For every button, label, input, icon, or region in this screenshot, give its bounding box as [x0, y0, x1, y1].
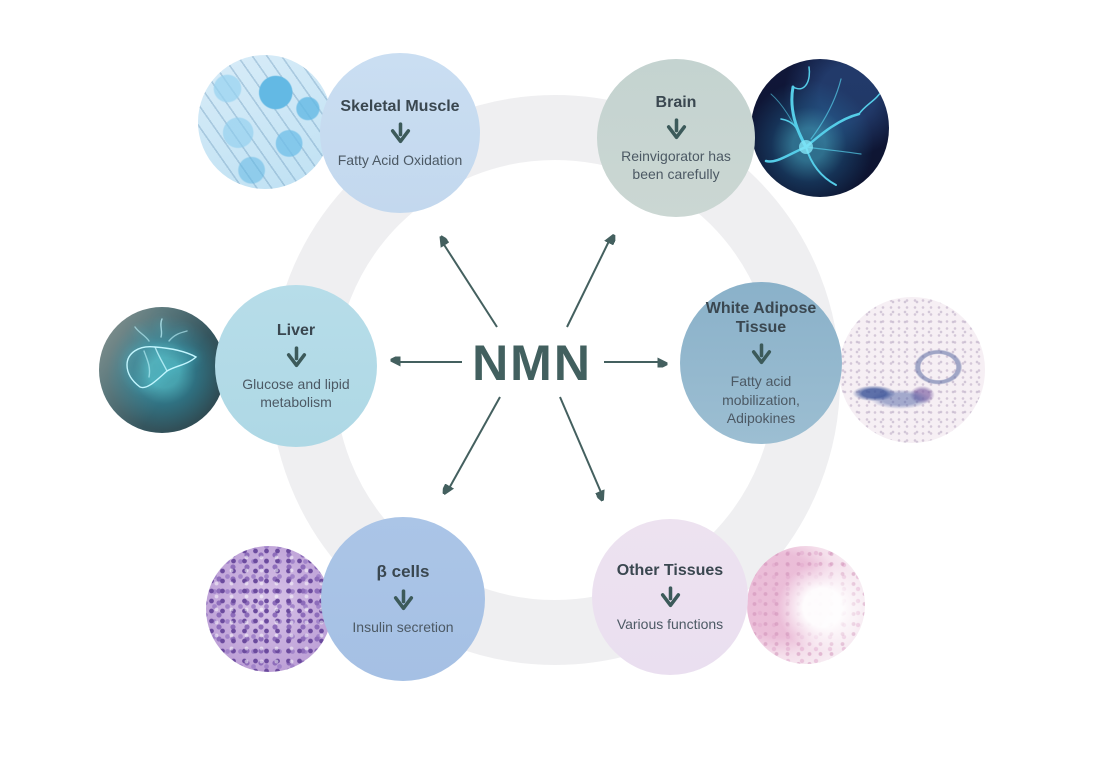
liver-outline-graphic — [126, 318, 198, 389]
adipose-histology-image — [839, 297, 985, 443]
node-title: Liver — [276, 321, 316, 339]
center-label-nmn: NMN — [472, 334, 592, 391]
node-description: Glucose and lipid metabolism — [242, 375, 350, 411]
node-description: Fatty acid mobilization, Adipokines — [722, 373, 800, 426]
skeletal-muscle-micrograph-image — [198, 55, 332, 189]
node-other-tissues: Other Tissues Various functions — [592, 519, 748, 675]
node-skeletal-muscle: Skeletal Muscle Fatty Acid Oxidation — [320, 53, 480, 213]
node-title: White Adipose Tissue — [705, 300, 817, 337]
node-beta-cells: β cells Insulin secretion — [321, 517, 485, 681]
node-title: Other Tissues — [616, 561, 724, 579]
down-arrow-icon — [390, 122, 410, 144]
node-description: Insulin secretion — [352, 618, 454, 635]
liver-hologram-image — [99, 307, 225, 433]
node-liver: Liver Glucose and lipid metabolism — [215, 285, 377, 447]
node-title: Brain — [655, 93, 697, 111]
node-description: Reinvigorator has been carefully — [621, 147, 731, 183]
beta-cells-histology-image — [206, 546, 332, 672]
down-arrow-icon — [393, 588, 413, 610]
node-brain: Brain Reinvigorator has been carefully — [597, 59, 755, 217]
node-description: Various functions — [616, 616, 724, 632]
down-arrow-icon — [660, 586, 680, 608]
node-description: Fatty Acid Oxidation — [337, 152, 463, 168]
brain-neurons-image — [751, 59, 889, 197]
down-arrow-icon — [666, 118, 686, 139]
other-tissue-histology-image — [747, 546, 865, 664]
down-arrow-icon — [286, 346, 306, 367]
neuron-branches-graphic — [764, 66, 884, 186]
down-arrow-icon — [751, 343, 771, 365]
node-title: Skeletal Muscle — [340, 97, 460, 115]
node-title: β cells — [376, 562, 430, 582]
node-white-adipose-tissue: White Adipose Tissue Fatty acid mobiliza… — [680, 282, 842, 444]
